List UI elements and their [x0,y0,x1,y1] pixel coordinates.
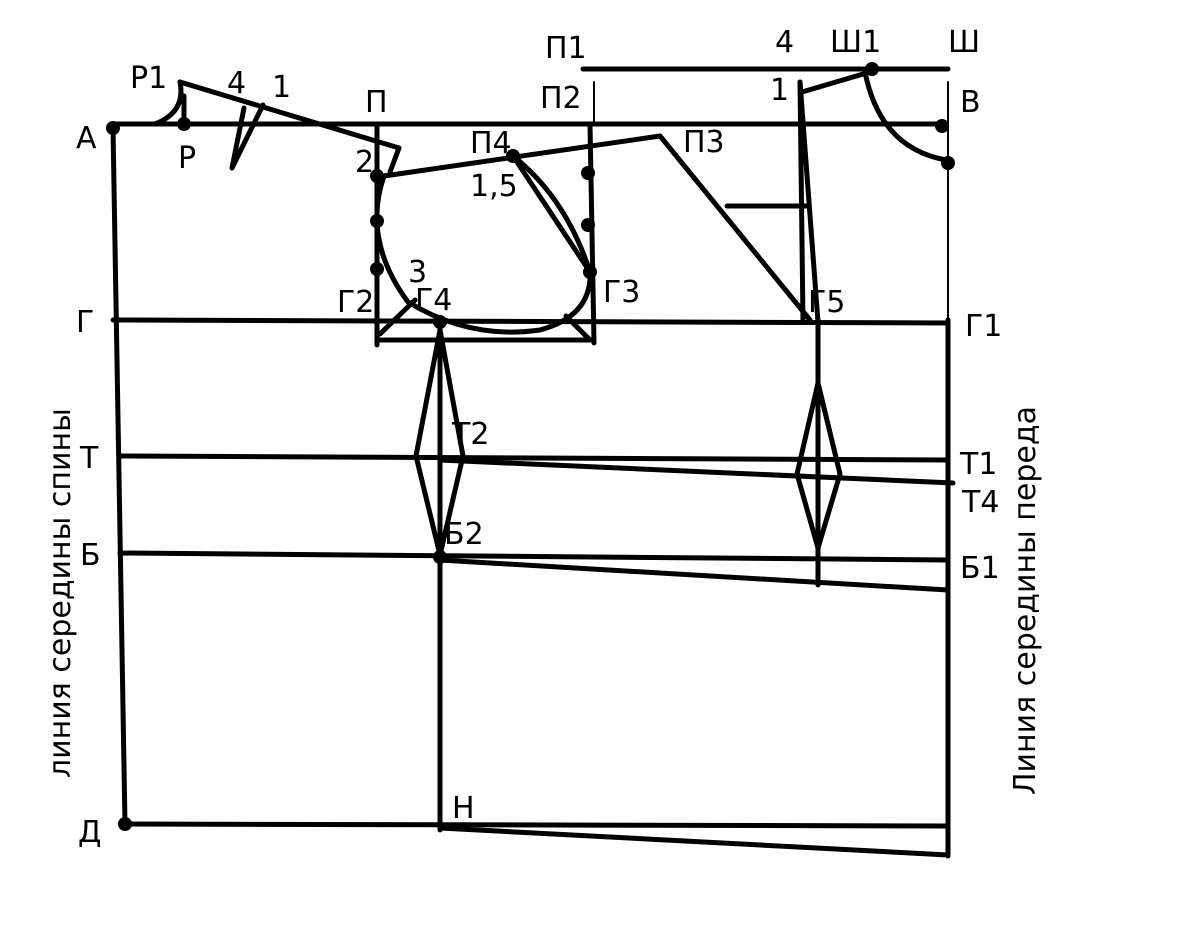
armhole-diag-right [563,313,593,343]
point-b2 [433,550,447,564]
point-p2-mid [581,218,595,232]
front-dart-p4-g3 [510,153,593,275]
line-n-slope [437,825,951,858]
construction-lines [110,66,956,859]
label-sh: Ш [948,25,980,60]
label-r: Р [178,141,196,176]
front-neck-1-sh1 [799,69,873,95]
label-g3: Г3 [603,275,640,310]
point-armhole-mid [370,214,384,228]
points [106,62,955,831]
label-p: П [365,85,388,120]
point-r [177,117,191,131]
front-shoulder-slope [657,133,813,323]
point-3 [370,262,384,276]
point-2 [370,169,384,183]
point-v [935,119,949,133]
front-shoulder [381,133,663,179]
back-shoulder-end [387,145,402,175]
side-labels: линия середины спины Линия середины пере… [43,406,1043,795]
back-shoulder [177,79,402,151]
label-t: Т [79,441,99,476]
label-1-front: 1 [770,73,789,108]
armhole-right [587,121,597,346]
label-v: В [960,85,981,120]
label-b1: Б1 [960,551,1000,586]
label-4-front: 4 [775,25,794,60]
armhole-diag-left [377,297,418,337]
label-a: А [76,121,97,156]
label-r1: Р1 [130,61,167,96]
label-p4: П4 [470,126,512,161]
label-sh1: Ш1 [830,25,881,60]
label-n: Н [452,791,475,826]
line-d [122,821,951,829]
point-p4 [506,149,520,163]
label-2: 2 [355,145,374,180]
label-t2: Т2 [451,417,489,452]
point-v2 [941,156,955,170]
point-p2-low [581,166,595,180]
label-4-back: 4 [227,66,246,101]
back-shoulder-dart [229,102,266,171]
front-bust-line-b [797,79,806,325]
point-d [118,817,132,831]
point-g3 [583,265,597,279]
line-b [117,550,951,563]
back-center-line [110,125,128,827]
label-g: Г [76,305,94,340]
point-labels: А Г Т Б Д Р Р1 4 1 П 2 3 Г2 Г4 П1 П2 П4 … [76,25,1002,850]
label-t1: Т1 [959,447,997,482]
label-1-5: 1,5 [470,169,518,204]
line-g [110,317,951,326]
label-t4: Т4 [961,485,999,520]
armhole-curve [374,153,593,335]
label-g4: Г4 [415,283,452,318]
front-neck-curve [862,69,949,163]
label-b2: Б2 [444,517,484,552]
line-t4 [437,457,956,486]
point-sh1 [865,62,879,76]
line-b-slope [437,557,951,593]
back-center-label: линия середины спины [43,408,78,778]
label-p1: П1 [545,31,587,66]
front-dart-diamond [794,380,843,551]
label-p2: П2 [540,81,582,116]
point-a [106,121,120,135]
line-t [117,453,951,463]
label-b: Б [80,538,101,573]
label-g5: Г5 [808,285,845,320]
label-p3: П3 [683,125,725,160]
label-3: 3 [408,255,427,290]
label-d: Д [78,815,101,850]
back-neck-curve [152,79,184,127]
label-g2: Г2 [337,285,374,320]
label-1-back: 1 [272,70,291,105]
label-g1: Г1 [965,309,1002,344]
front-center-label: Линия середины переда [1008,406,1043,795]
point-g4 [433,315,447,329]
